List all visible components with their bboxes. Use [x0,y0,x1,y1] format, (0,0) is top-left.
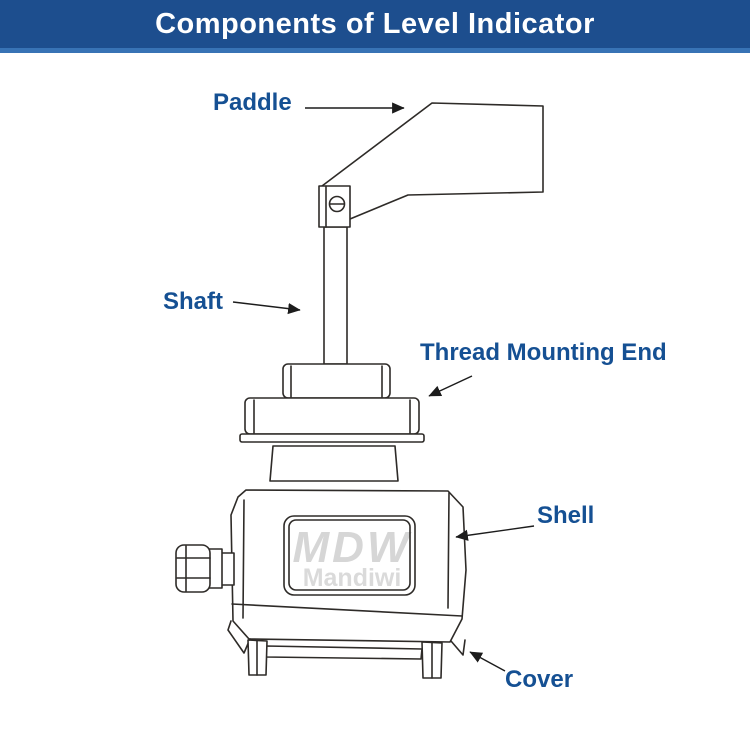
label-shell: Shell [537,502,595,529]
paddle-shape [321,102,544,220]
label-cover: Cover [505,666,574,693]
shell-arrow [455,525,535,541]
shaft-bracket [318,185,351,228]
watermark-name: Mandiwi [303,564,402,592]
cover-arrow [469,651,506,672]
thread-mounting-end-arrow [428,375,473,397]
shaft-arrow [232,301,301,315]
label-shaft: Shaft [163,288,223,315]
thread-mounting-end-shape [239,363,425,482]
watermark-logo: MDW [293,523,412,572]
watermark: MDW Mandiwi [293,523,412,592]
cover-shape [227,620,466,679]
shaft-shape [323,226,348,365]
display-window [283,515,416,596]
cable-gland-shape [175,544,235,593]
label-paddle: Paddle [213,89,292,116]
page-title: Components of Level Indicator [155,7,595,40]
label-thread-mounting-end: Thread Mounting End [420,339,667,366]
title-banner: Components of Level Indicator [0,0,750,53]
